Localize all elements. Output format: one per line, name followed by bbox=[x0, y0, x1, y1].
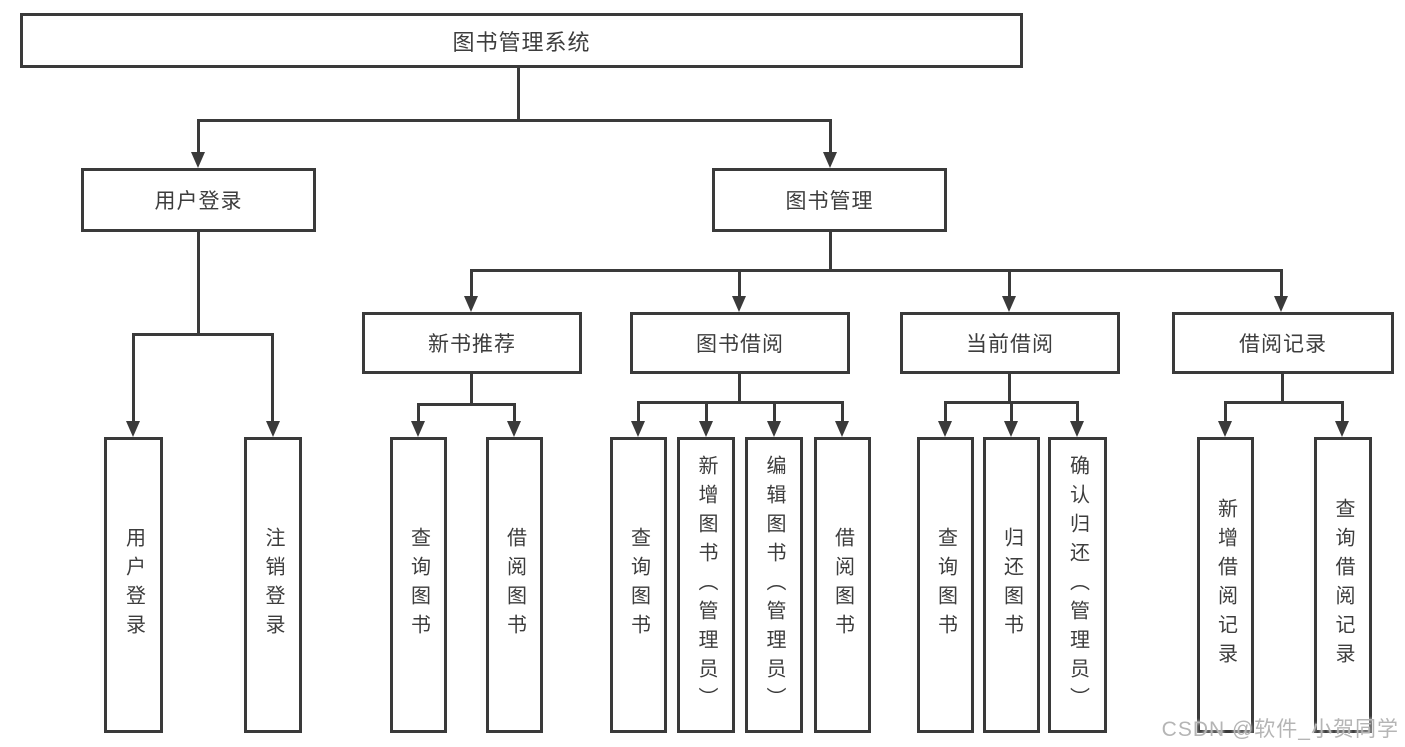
leaf-edit-book-admin: 编辑图书（管理员） bbox=[745, 437, 803, 733]
arrow-down-icon bbox=[507, 421, 521, 437]
leaf-query-book-borrow: 查询图书 bbox=[610, 437, 667, 733]
connector-line bbox=[417, 403, 516, 406]
arrow-down-icon bbox=[1335, 421, 1349, 437]
connector-line bbox=[417, 403, 420, 422]
arrow-down-icon bbox=[1274, 296, 1288, 312]
connector-line bbox=[271, 333, 274, 422]
connector-line bbox=[738, 269, 741, 297]
arrow-down-icon bbox=[1004, 421, 1018, 437]
leaf-edit-book-admin-label: 编辑图书（管理员） bbox=[763, 454, 785, 716]
connector-line bbox=[470, 269, 1283, 272]
connector-line bbox=[773, 401, 776, 422]
node-user-login: 用户登录 bbox=[81, 168, 316, 232]
connector-line bbox=[1010, 401, 1013, 422]
node-new-book-recommend: 新书推荐 bbox=[362, 312, 582, 374]
leaf-confirm-return-admin-label: 确认归还（管理员） bbox=[1066, 454, 1089, 716]
connector-line bbox=[705, 401, 708, 422]
leaf-logout: 注销登录 bbox=[244, 437, 302, 733]
arrow-down-icon bbox=[631, 421, 645, 437]
leaf-add-book-admin-label: 新增图书（管理员） bbox=[695, 454, 717, 716]
leaf-user-login-label: 用户登录 bbox=[122, 527, 145, 643]
connector-line bbox=[1224, 401, 1227, 422]
connector-line bbox=[470, 269, 473, 297]
connector-line bbox=[132, 333, 135, 422]
connector-line bbox=[1341, 401, 1344, 422]
arrow-down-icon bbox=[464, 296, 478, 312]
connector-line bbox=[517, 68, 520, 122]
leaf-add-book-admin: 新增图书（管理员） bbox=[677, 437, 735, 733]
connector-line bbox=[132, 333, 274, 336]
node-book-borrow-label: 图书借阅 bbox=[696, 333, 784, 356]
arrow-down-icon bbox=[266, 421, 280, 437]
connector-line bbox=[197, 232, 200, 336]
connector-line bbox=[637, 401, 640, 422]
leaf-borrow-book-recommend: 借阅图书 bbox=[486, 437, 543, 733]
arrow-down-icon bbox=[126, 421, 140, 437]
connector-line bbox=[829, 232, 832, 272]
node-current-borrow-label: 当前借阅 bbox=[966, 333, 1054, 356]
arrow-down-icon bbox=[732, 296, 746, 312]
connector-line bbox=[197, 119, 832, 122]
connector-line bbox=[1280, 269, 1283, 297]
leaf-query-book-current-label: 查询图书 bbox=[934, 527, 957, 643]
connector-line bbox=[1008, 374, 1011, 404]
connector-line bbox=[1224, 401, 1344, 404]
node-book-management: 图书管理 bbox=[712, 168, 947, 232]
leaf-add-borrow-record-label: 新增借阅记录 bbox=[1214, 498, 1237, 672]
connector-line bbox=[841, 401, 844, 422]
leaf-return-book-label: 归还图书 bbox=[1000, 527, 1023, 643]
connector-line bbox=[1008, 269, 1011, 297]
connector-line bbox=[944, 401, 947, 422]
arrow-down-icon bbox=[191, 152, 205, 168]
node-book-borrow: 图书借阅 bbox=[630, 312, 850, 374]
leaf-query-book-recommend: 查询图书 bbox=[390, 437, 447, 733]
arrow-down-icon bbox=[835, 421, 849, 437]
leaf-borrow-book: 借阅图书 bbox=[814, 437, 871, 733]
connector-line bbox=[829, 119, 832, 153]
leaf-query-book-borrow-label: 查询图书 bbox=[627, 527, 650, 643]
arrow-down-icon bbox=[411, 421, 425, 437]
leaf-confirm-return-admin: 确认归还（管理员） bbox=[1048, 437, 1107, 733]
node-user-login-label: 用户登录 bbox=[154, 190, 243, 213]
node-borrow-records-label: 借阅记录 bbox=[1239, 333, 1327, 356]
node-current-borrow: 当前借阅 bbox=[900, 312, 1120, 374]
node-book-management-label: 图书管理 bbox=[785, 190, 874, 213]
connector-line bbox=[513, 403, 516, 422]
leaf-borrow-book-recommend-label: 借阅图书 bbox=[503, 527, 526, 643]
leaf-logout-label: 注销登录 bbox=[262, 527, 284, 643]
csdn-watermark: CSDN @软件_小贺同学 bbox=[1161, 718, 1399, 741]
connector-line bbox=[1281, 374, 1284, 404]
arrow-down-icon bbox=[767, 421, 781, 437]
leaf-borrow-book-label: 借阅图书 bbox=[831, 527, 854, 643]
leaf-query-borrow-record-label: 查询借阅记录 bbox=[1332, 498, 1354, 672]
node-borrow-records: 借阅记录 bbox=[1172, 312, 1394, 374]
connector-line bbox=[197, 119, 200, 153]
connector-line bbox=[637, 401, 844, 404]
connector-line bbox=[470, 374, 473, 406]
arrow-down-icon bbox=[1218, 421, 1232, 437]
arrow-down-icon bbox=[938, 421, 952, 437]
connector-line bbox=[738, 374, 741, 404]
arrow-down-icon bbox=[1002, 296, 1016, 312]
arrow-down-icon bbox=[1070, 421, 1084, 437]
leaf-return-book: 归还图书 bbox=[983, 437, 1040, 733]
leaf-add-borrow-record: 新增借阅记录 bbox=[1197, 437, 1254, 733]
node-new-book-recommend-label: 新书推荐 bbox=[428, 333, 516, 356]
node-root-label: 图书管理系统 bbox=[452, 29, 591, 55]
connector-line bbox=[1076, 401, 1079, 422]
leaf-user-login: 用户登录 bbox=[104, 437, 163, 733]
leaf-query-book-recommend-label: 查询图书 bbox=[407, 527, 430, 643]
leaf-query-book-current: 查询图书 bbox=[917, 437, 974, 733]
arrow-down-icon bbox=[699, 421, 713, 437]
node-root-library-system: 图书管理系统 bbox=[20, 13, 1023, 68]
leaf-query-borrow-record: 查询借阅记录 bbox=[1314, 437, 1372, 733]
arrow-down-icon bbox=[823, 152, 837, 168]
